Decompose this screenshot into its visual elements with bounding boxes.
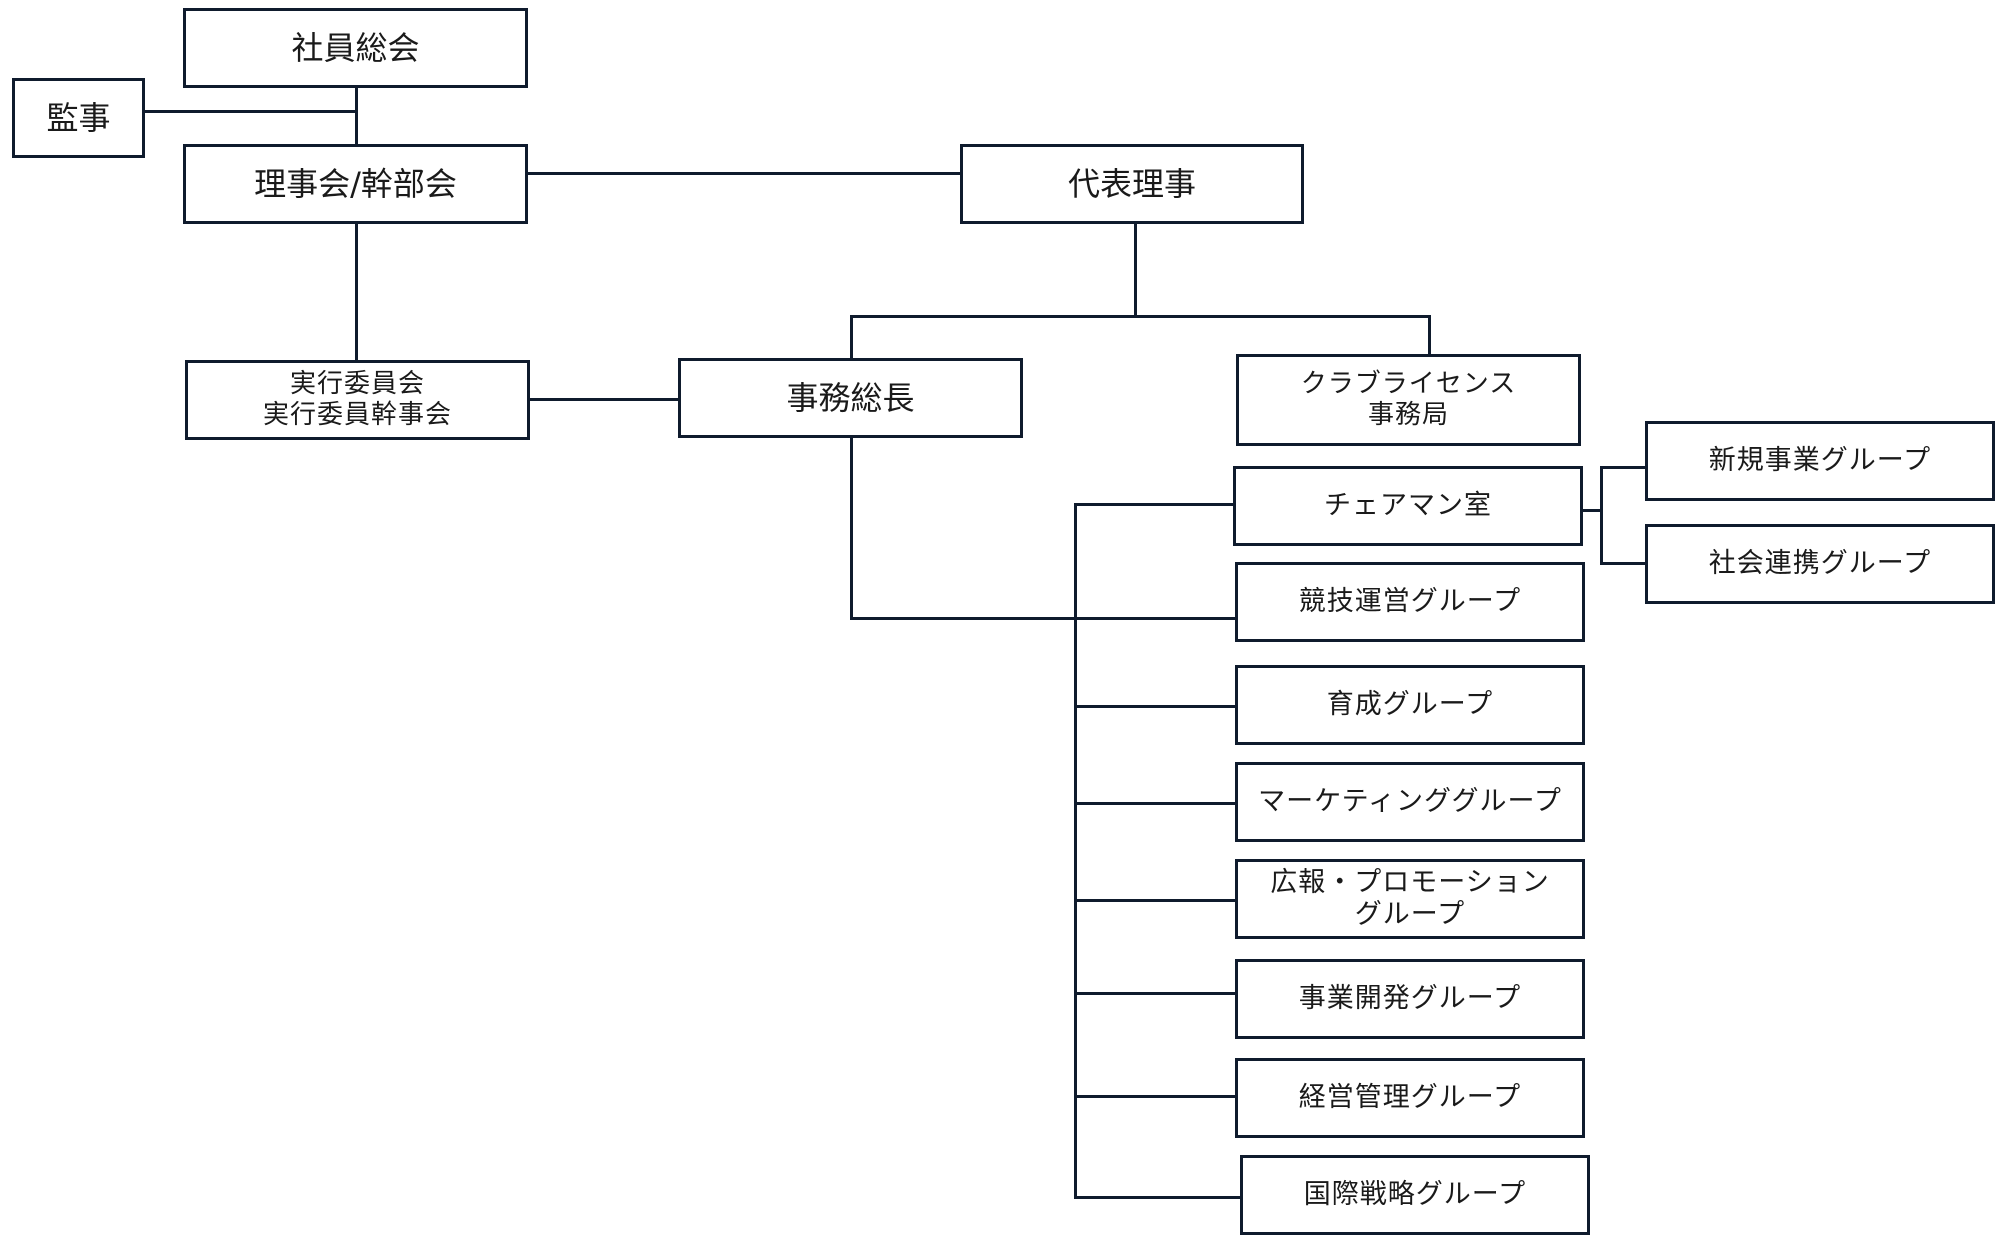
connector-groups-spine bbox=[1074, 503, 1077, 1199]
chairman-office-box: チェアマン室 bbox=[1233, 466, 1583, 546]
connector-secgen-to-groups bbox=[850, 617, 1239, 620]
representative-director-label: 代表理事 bbox=[1067, 164, 1196, 203]
international-strategy-group-box: 国際戦略グループ bbox=[1240, 1155, 1590, 1235]
general-meeting-box: 社員総会 bbox=[183, 8, 528, 88]
connector-rep-split bbox=[850, 315, 1431, 318]
secretary-general-label: 事務総長 bbox=[786, 378, 915, 417]
connector-general-to-board bbox=[355, 86, 358, 148]
connector-development bbox=[1074, 705, 1236, 708]
club-license-office-box: クラブライセンス 事務局 bbox=[1236, 354, 1581, 446]
international-strategy-group-label: 国際戦略グループ bbox=[1303, 1178, 1527, 1210]
connector-social bbox=[1600, 562, 1647, 565]
connector-new-business bbox=[1600, 466, 1647, 469]
connector-management bbox=[1074, 1095, 1236, 1098]
business-development-group-label: 事業開発グループ bbox=[1298, 982, 1522, 1014]
connector-board-to-rep bbox=[528, 172, 962, 175]
pr-promotion-group-line2: グループ bbox=[1354, 899, 1466, 930]
connector-to-secgen bbox=[850, 315, 853, 360]
development-group-label: 育成グループ bbox=[1326, 688, 1494, 720]
club-license-office-line1: クラブライセンス bbox=[1300, 368, 1517, 399]
new-business-group-box: 新規事業グループ bbox=[1645, 421, 1995, 501]
connector-board-to-exec bbox=[355, 222, 358, 364]
connector-exec-to-secgen bbox=[528, 398, 680, 401]
pr-promotion-group-box: 広報・プロモーション グループ bbox=[1235, 859, 1585, 939]
connector-pr bbox=[1074, 899, 1235, 902]
competition-operations-group-box: 競技運営グループ bbox=[1235, 562, 1585, 642]
marketing-group-label: マーケティンググループ bbox=[1258, 785, 1562, 817]
general-meeting-label: 社員総会 bbox=[291, 28, 420, 67]
connector-marketing bbox=[1074, 802, 1235, 805]
connector-rep-down bbox=[1134, 222, 1137, 318]
marketing-group-box: マーケティンググループ bbox=[1235, 762, 1585, 842]
club-license-office-line2: 事務局 bbox=[1367, 400, 1449, 430]
connector-international bbox=[1074, 1196, 1240, 1199]
new-business-group-label: 新規事業グループ bbox=[1708, 444, 1932, 476]
connector-chairman-right bbox=[1580, 509, 1602, 512]
development-group-box: 育成グループ bbox=[1235, 665, 1585, 745]
connector-chairman-branch bbox=[1600, 466, 1603, 565]
auditor-label: 監事 bbox=[46, 98, 111, 137]
connector-business-dev bbox=[1074, 992, 1235, 995]
board-box: 理事会/幹部会 bbox=[183, 144, 528, 224]
social-partnership-group-box: 社会連携グループ bbox=[1645, 524, 1995, 604]
connector-auditor bbox=[143, 110, 358, 113]
social-partnership-group-label: 社会連携グループ bbox=[1708, 547, 1932, 579]
management-admin-group-label: 経営管理グループ bbox=[1298, 1081, 1522, 1113]
chairman-office-label: チェアマン室 bbox=[1324, 489, 1492, 521]
auditor-box: 監事 bbox=[12, 78, 145, 158]
executive-committee-box: 実行委員会 実行委員幹事会 bbox=[185, 360, 530, 440]
connector-secgen-down bbox=[850, 436, 853, 619]
executive-committee-line1: 実行委員会 bbox=[289, 368, 425, 399]
board-label: 理事会/幹部会 bbox=[254, 164, 457, 203]
executive-committee-line2: 実行委員幹事会 bbox=[262, 400, 452, 430]
secretary-general-box: 事務総長 bbox=[678, 358, 1023, 438]
pr-promotion-group-line1: 広報・プロモーション bbox=[1270, 866, 1550, 898]
connector-to-license bbox=[1428, 315, 1431, 356]
management-admin-group-box: 経営管理グループ bbox=[1235, 1058, 1585, 1138]
business-development-group-box: 事業開発グループ bbox=[1235, 959, 1585, 1039]
connector-chairman bbox=[1074, 503, 1235, 506]
competition-operations-group-label: 競技運営グループ bbox=[1298, 585, 1522, 617]
representative-director-box: 代表理事 bbox=[960, 144, 1304, 224]
